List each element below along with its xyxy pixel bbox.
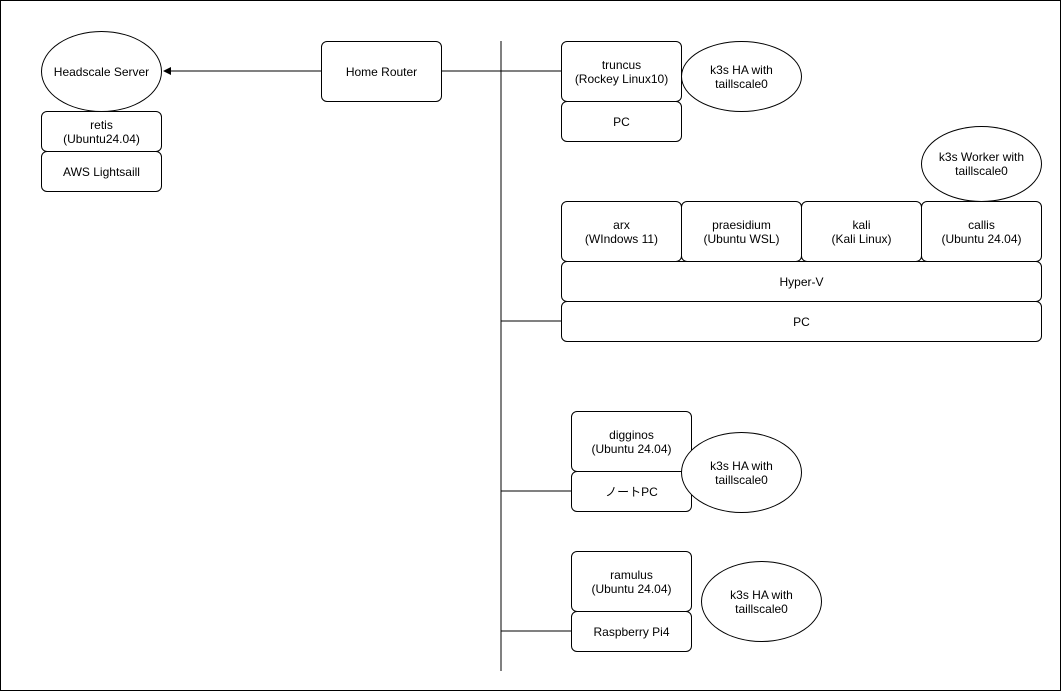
praesidium-node[interactable]: praesidium (Ubuntu WSL) <box>681 201 802 262</box>
arx-node[interactable]: arx (WIndows 11) <box>561 201 682 262</box>
kali-node[interactable]: kali (Kali Linux) <box>801 201 922 262</box>
hyperv-pc-node[interactable]: PC <box>561 301 1042 342</box>
headscale-server-node[interactable]: Headscale Server <box>41 31 162 112</box>
digginos-k3s-ha-node[interactable]: k3s HA with taillscale0 <box>681 432 802 513</box>
digginos-node[interactable]: digginos (Ubuntu 24.04) <box>571 411 692 472</box>
callis-node[interactable]: callis (Ubuntu 24.04) <box>921 201 1042 262</box>
home-router-node[interactable]: Home Router <box>321 41 442 102</box>
ramulus-node[interactable]: ramulus (Ubuntu 24.04) <box>571 551 692 612</box>
truncus-node[interactable]: truncus (Rockey Linux10) <box>561 41 682 102</box>
k3s-worker-node[interactable]: k3s Worker with taillscale0 <box>921 126 1042 202</box>
truncus-k3s-ha-node[interactable]: k3s HA with taillscale0 <box>681 41 802 112</box>
laptop-pc-node[interactable]: ノートPC <box>571 471 692 512</box>
truncus-pc-node[interactable]: PC <box>561 101 682 142</box>
raspberry-pi4-node[interactable]: Raspberry Pi4 <box>571 611 692 652</box>
aws-lightsail-node[interactable]: AWS Lightsaill <box>41 151 162 192</box>
ramulus-k3s-ha-node[interactable]: k3s HA with taillscale0 <box>701 561 822 642</box>
retis-node[interactable]: retis (Ubuntu24.04) <box>41 111 162 152</box>
hyperv-node[interactable]: Hyper-V <box>561 261 1042 302</box>
